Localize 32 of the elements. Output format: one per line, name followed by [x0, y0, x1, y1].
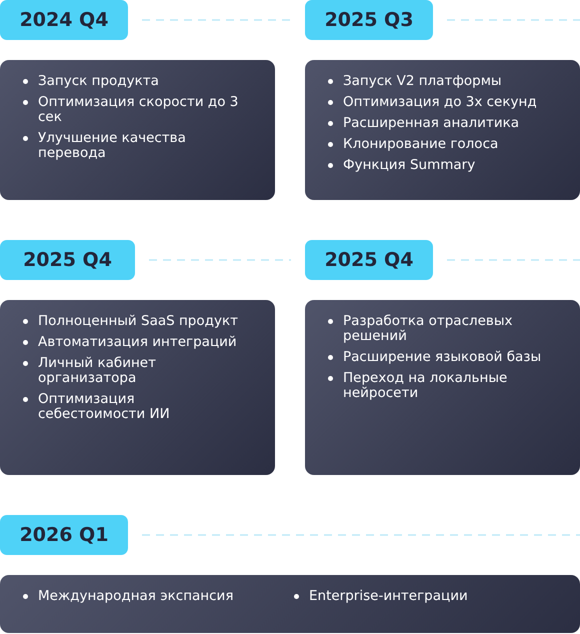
quarter-badge: 2025 Q4: [0, 240, 135, 280]
bullet-item: Автоматизация интеграций: [22, 335, 242, 350]
milestone-card: [0, 60, 275, 200]
quarter-badge: 2025 Q4: [305, 240, 433, 280]
bullet-item: Полноценный SaaS продукт: [22, 314, 242, 329]
bullet-item: Оптимизация скорости до 3 сек: [22, 95, 242, 125]
bullet-item: Переход на локальные нейросети: [327, 371, 547, 401]
timeline-connector: [447, 19, 580, 21]
milestone-card: [305, 60, 580, 200]
bullet-item: Запуск V2 платформы: [327, 74, 547, 89]
milestone-card: [0, 575, 580, 633]
bullet-item: Запуск продукта: [22, 74, 242, 89]
milestone-card: [0, 300, 275, 475]
timeline-connector: [142, 19, 291, 21]
bullet-item: Расширенная аналитика: [327, 116, 547, 131]
quarter-badge: 2024 Q4: [0, 0, 128, 40]
quarter-badge: 2026 Q1: [0, 515, 128, 555]
bullet-item: Разработка отраслевых решений: [327, 314, 547, 344]
bullet-item: Улучшение качества перевода: [22, 131, 242, 161]
bullet-item: Оптимизация себестоимости ИИ: [22, 392, 242, 422]
milestone-card: [305, 300, 580, 475]
bullet-item: Личный кабинет организатора: [22, 356, 242, 386]
bullet-item: Enterprise-интеграции: [293, 589, 564, 604]
bullet-item: Клонирование голоса: [327, 137, 547, 152]
bullet-item: Международная экспансия: [22, 589, 293, 604]
timeline-connector: [142, 534, 580, 536]
quarter-badge: 2025 Q3: [305, 0, 433, 40]
bullet-item: Функция Summary: [327, 158, 547, 173]
timeline-connector: [447, 259, 580, 261]
bullet-item: Оптимизация до 3х секунд: [327, 95, 547, 110]
timeline-connector: [149, 259, 291, 261]
bullet-item: Расширение языковой базы: [327, 350, 547, 365]
